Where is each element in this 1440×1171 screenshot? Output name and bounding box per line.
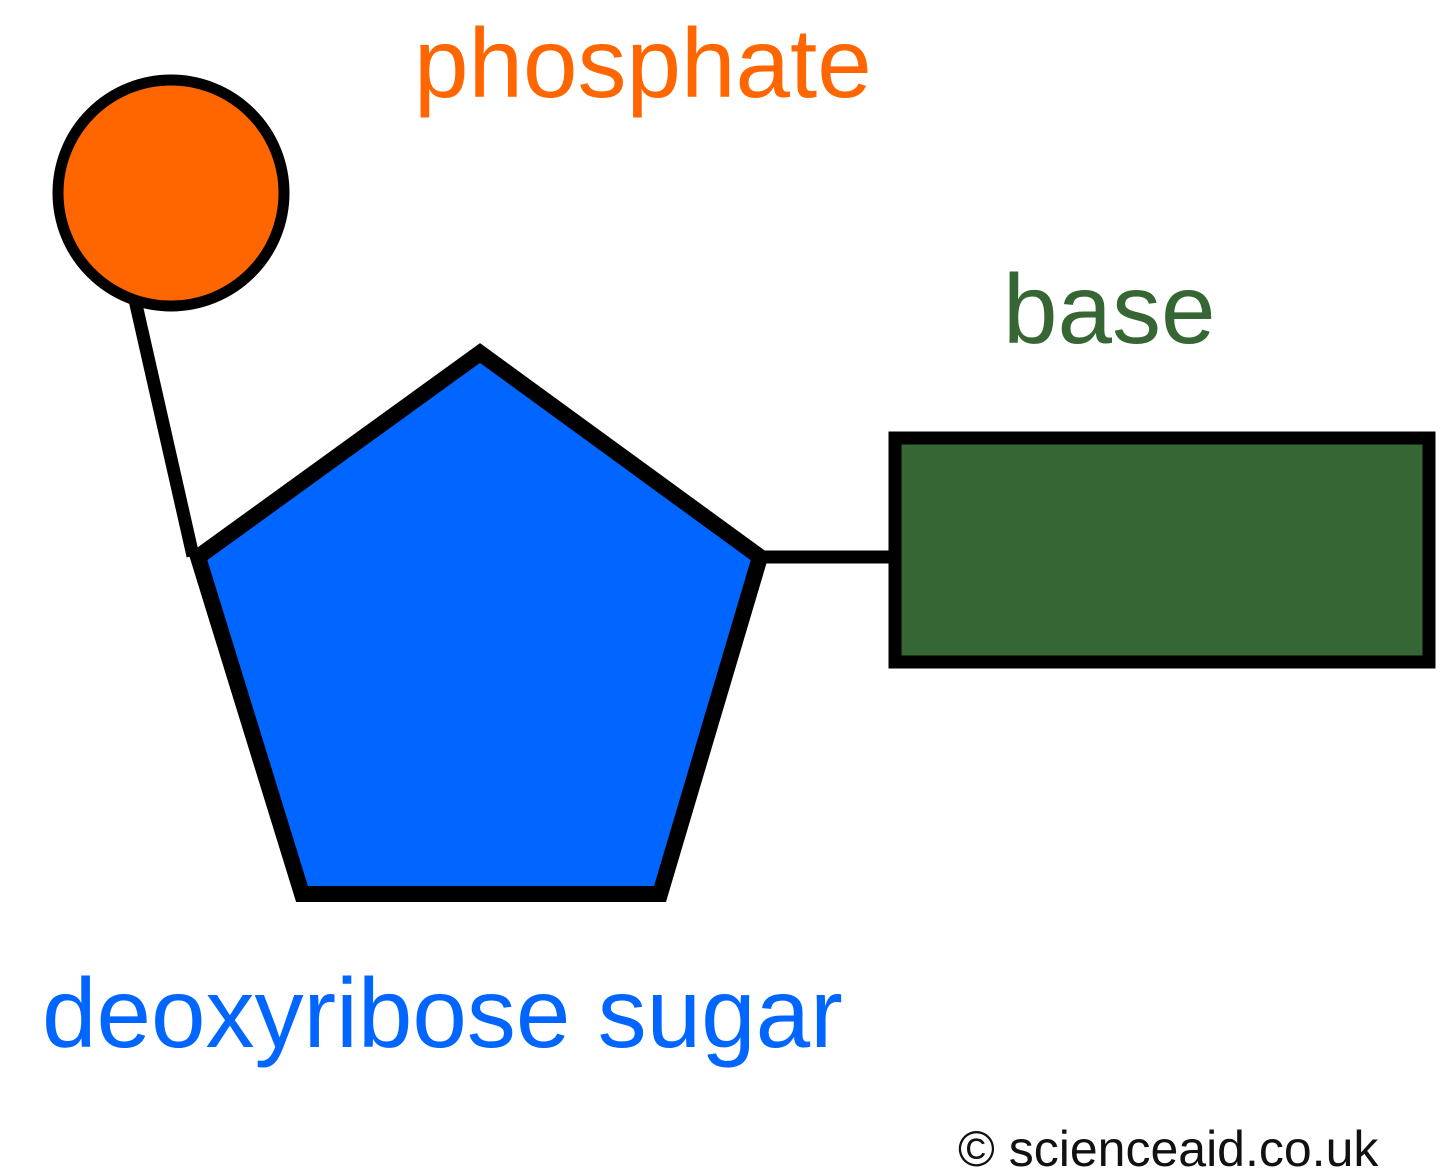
phosphate-label: phosphate	[414, 8, 872, 118]
phosphate-sugar-bond	[128, 298, 200, 558]
deoxyribose-pentagon	[188, 343, 770, 902]
sugar-label: deoxyribose sugar	[42, 958, 843, 1068]
base-rectangle	[888, 431, 1436, 669]
phosphate-circle	[52, 74, 290, 312]
copyright-label: © scienceaid.co.uk	[958, 1121, 1379, 1171]
base-label: base	[1003, 254, 1216, 364]
